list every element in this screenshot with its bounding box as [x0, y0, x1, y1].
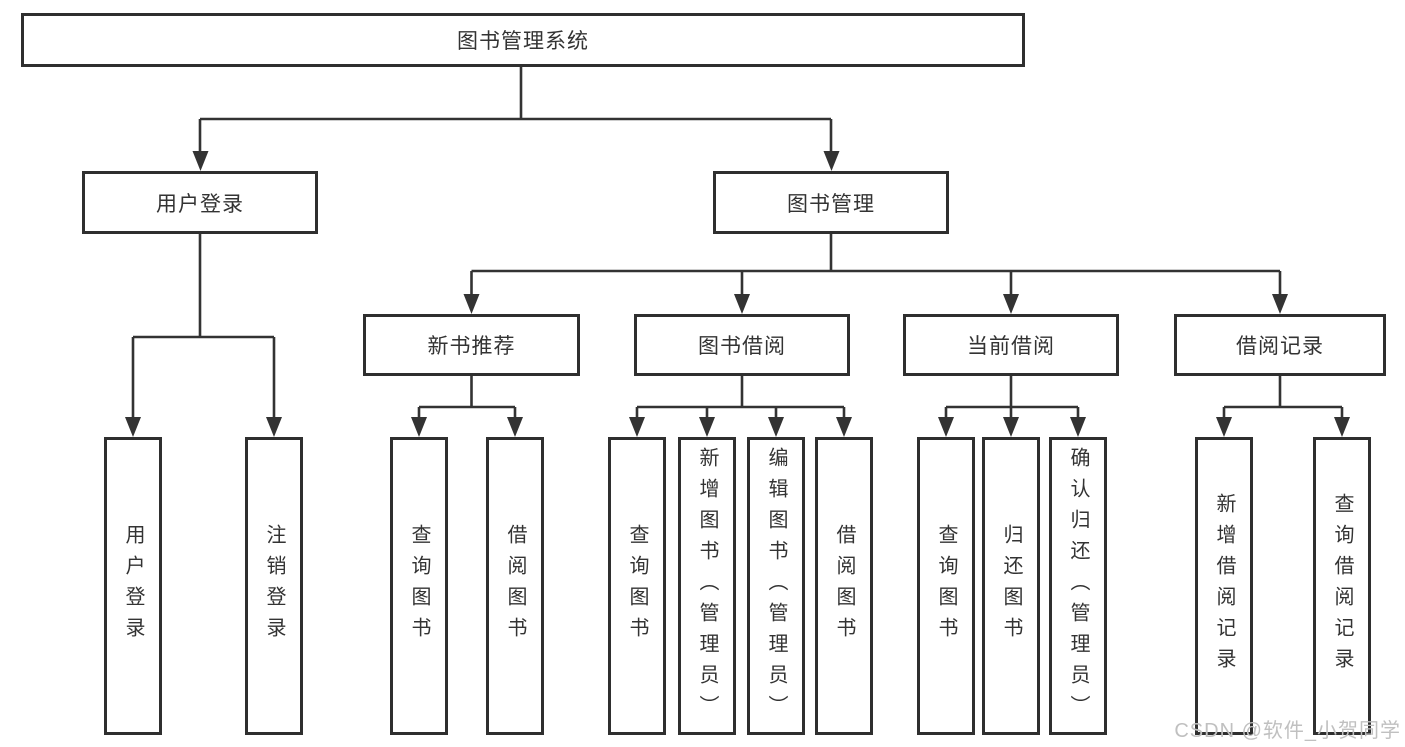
leaf-box-query-books-3: 查询图书 [917, 437, 975, 735]
connector-new-book-recommend-to-leaves [411, 376, 523, 437]
leaf-box-logout: 注销登录 [245, 437, 303, 735]
section-box-book-borrow: 图书借阅 [634, 314, 850, 376]
leaf-label: 注销登录 [263, 524, 285, 648]
leaf-box-user-login: 用户登录 [104, 437, 162, 735]
section-box-current-borrow: 当前借阅 [903, 314, 1119, 376]
csdn-watermark: CSDN @软件_小贺同学 [1174, 720, 1401, 742]
leaf-label: 用户登录 [122, 524, 144, 648]
section-box-new-book-recommend: 新书推荐 [363, 314, 580, 376]
leaf-box-query-books-1: 查询图书 [390, 437, 448, 735]
section-label: 借阅记录 [1236, 335, 1324, 358]
connector-user-login-to-leaves [125, 234, 282, 437]
section-box-borrow-records: 借阅记录 [1174, 314, 1386, 376]
leaf-label: 查询图书 [935, 524, 957, 648]
branch-box-user-login: 用户登录 [82, 171, 318, 234]
leaf-box-return-books: 归还图书 [982, 437, 1040, 735]
root-box: 图书管理系统 [21, 13, 1025, 67]
leaf-label: 查询借阅记录 [1331, 493, 1353, 679]
leaf-label: 借阅图书 [504, 524, 526, 648]
branch-label: 用户登录 [156, 192, 244, 216]
connector-book-management-to-sections [463, 234, 1288, 314]
leaf-box-query-books-2: 查询图书 [608, 437, 666, 735]
leaf-label: 归还图书 [1000, 524, 1022, 648]
section-label: 图书借阅 [698, 335, 786, 358]
connector-current-borrow-to-leaves [938, 376, 1086, 437]
branch-box-book-management: 图书管理 [713, 171, 949, 234]
connector-root-to-branches [192, 67, 840, 171]
leaf-box-confirm-return-admin: 确认归还（管理员） [1049, 437, 1107, 735]
branch-label: 图书管理 [787, 192, 875, 216]
connector-book-borrow-to-leaves [629, 376, 852, 437]
leaf-label: 确认归还（管理员） [1067, 446, 1089, 726]
leaf-label: 查询图书 [408, 524, 430, 648]
section-label: 当前借阅 [967, 335, 1055, 358]
leaf-box-borrow-books-1: 借阅图书 [486, 437, 544, 735]
leaf-box-add-books-admin: 新增图书（管理员） [678, 437, 736, 735]
root-title: 图书管理系统 [457, 30, 589, 53]
leaf-label: 新增图书（管理员） [696, 446, 718, 726]
leaf-label: 编辑图书（管理员） [765, 446, 787, 726]
leaf-label: 查询图书 [626, 524, 648, 648]
leaf-box-query-borrow-record: 查询借阅记录 [1313, 437, 1371, 735]
leaf-label: 新增借阅记录 [1213, 493, 1235, 679]
leaf-label: 借阅图书 [833, 524, 855, 648]
leaf-box-borrow-books-2: 借阅图书 [815, 437, 873, 735]
section-label: 新书推荐 [427, 335, 516, 358]
leaf-box-edit-books-admin: 编辑图书（管理员） [747, 437, 805, 735]
leaf-box-add-borrow-record: 新增借阅记录 [1195, 437, 1253, 735]
connector-borrow-records-to-leaves [1216, 376, 1350, 437]
